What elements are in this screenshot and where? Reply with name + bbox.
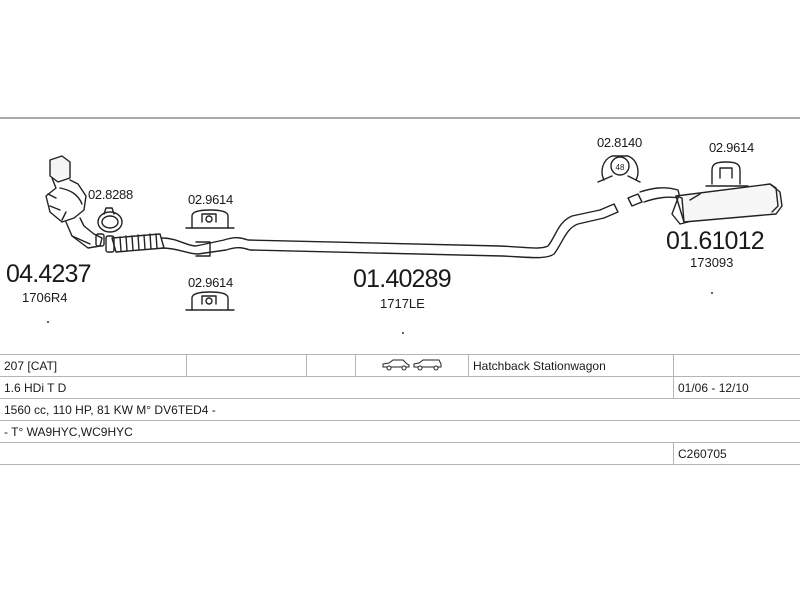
empty-cell [673,354,800,377]
hanger-upper-front-code: 02.9614 [188,192,233,207]
catalytic-converter-part [45,155,105,249]
spec-row-type-codes: - T° WA9HYC,WC9HYC [0,420,800,443]
rear-clamp-code: 02.8140 [597,135,642,150]
type-codes-cell: - T° WA9HYC,WC9HYC [0,420,800,443]
years-cell: 01/06 - 12/10 [673,376,800,399]
empty-cell [0,442,674,465]
stationwagon-icon [413,359,442,371]
catalyst-clamp-part [97,207,123,233]
car-icons [381,357,443,374]
rear-hanger-part [705,161,749,187]
rear-hanger-code: 02.9614 [709,140,754,155]
hanger-lower-front-part [185,291,235,311]
engine-cell: 1.6 HDi T D [0,376,674,399]
hanger-lower-front-code: 02.9614 [188,275,233,290]
spec-row-engine: 1.6 HDi T D 01/06 - 12/10 [0,376,800,399]
rear-clamp-ring-text: 48 [616,163,625,172]
spec-row-engine-details: 1560 cc, 110 HP, 81 KW M° DV6TED4 - [0,398,800,421]
hanger-upper-front-part [185,209,235,229]
flexible-pipe-part [105,233,165,253]
rear-silencer-ref-code: 173093 [690,255,734,270]
engine-details-cell: 1560 cc, 110 HP, 81 KW M° DV6TED4 - [0,398,800,421]
rear-connector-pipe [627,187,681,207]
rear-clamp-part [597,155,641,183]
spec-row-model: 207 [CAT] [0,354,800,377]
catalyst-clamp-code: 02.8288 [88,187,133,202]
catalyst-ref-code: 1706R4 [22,290,68,305]
empty-cell [186,354,307,377]
body-types-cell: Hatchback Stationwagon [468,354,674,377]
diagram-top-border [0,117,800,119]
rear-silencer-part [671,183,783,225]
catalog-code-cell: C260705 [673,442,800,465]
middle-pipe-part-code: 01.40289 [353,265,452,293]
middle-pipe-ref-code: 1717LE [380,296,425,311]
empty-cell [306,354,356,377]
hatchback-icon [382,359,410,371]
vehicle-spec-table: 207 [CAT] [0,354,800,465]
leader-dots [47,292,713,334]
middle-pipe-part [161,203,619,259]
catalyst-part-code: 04.4237 [6,260,92,288]
rear-silencer-part-code: 01.61012 [666,227,765,255]
model-cell: 207 [CAT] [0,354,187,377]
body-icons-cell [355,354,469,377]
spec-row-catalog: C260705 [0,442,800,465]
